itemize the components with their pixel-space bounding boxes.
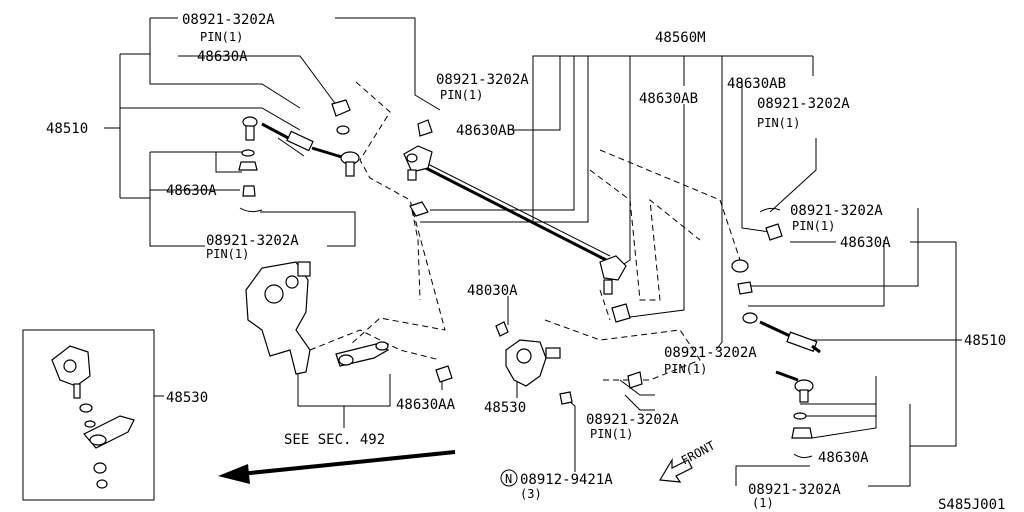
n-symbol-letter: N	[505, 472, 512, 486]
n-symbol: N	[500, 469, 518, 487]
label-nut-right: 48630A	[840, 235, 891, 251]
label-pin-r2-pin: PIN(1)	[792, 219, 835, 233]
label-pin-left-num: 08921-3202A	[206, 233, 299, 249]
label-pin-tl-pin: PIN(1)	[200, 30, 243, 44]
label-pin-mid-pin: PIN(1)	[440, 88, 483, 102]
tie-rod-end-right	[731, 207, 821, 459]
label-pin-c2-pin: PIN(1)	[590, 427, 633, 441]
label-pin-rt-pin: PIN(1)	[757, 116, 800, 130]
pitman-arm	[335, 341, 453, 383]
label-pin-rt-num: 08921-3202A	[757, 96, 850, 112]
label-assy-left: 48510	[46, 121, 88, 137]
label-pin-br-num: 08921-3202A	[748, 482, 841, 498]
steering-gear-box	[245, 261, 311, 375]
center-link-rod	[403, 119, 631, 323]
label-rod-top: 48560M	[655, 30, 706, 46]
label-pin-c1-pin: PIN(1)	[664, 362, 707, 376]
label-pin-c2-num: 08921-3202A	[586, 412, 679, 428]
label-pin-r2-num: 08921-3202A	[790, 203, 883, 219]
label-inset: 48530	[166, 390, 208, 406]
label-nut-aa: 48630AA	[396, 397, 456, 413]
label-nut-br: 48630A	[818, 450, 869, 466]
label-idler: 48530	[484, 400, 526, 416]
phantom-lines	[309, 81, 741, 381]
label-nut-mid: 48630AB	[456, 123, 515, 139]
label-assy-right: 48510	[964, 333, 1006, 349]
label-front: FRONT	[679, 438, 717, 467]
front-arrow	[658, 457, 693, 483]
label-nut-n-qty: (3)	[520, 487, 542, 501]
figure-code: S485J001	[938, 497, 1005, 512]
label-nut-left: 48630A	[166, 183, 217, 199]
castle-nut-top-left	[331, 99, 351, 135]
label-nut-right-top: 48630AB	[727, 76, 786, 92]
inset-idler-box	[22, 329, 155, 501]
label-see-sec: SEE SEC. 492	[284, 432, 385, 448]
label-pin-left-pin: PIN(1)	[206, 247, 249, 261]
label-pin-tl-num: 08921-3202A	[182, 12, 275, 28]
part-labels: 08921-3202A PIN(1) 48630A 48510 48630A 0…	[46, 12, 1006, 512]
label-pin-br-qty: (1)	[752, 496, 774, 510]
label-idler-bolt: 48030A	[467, 283, 518, 299]
label-cap-tl: 48630A	[197, 49, 248, 65]
label-pin-mid-num: 08921-3202A	[436, 72, 529, 88]
label-nut-n: 08912-9421A	[520, 472, 613, 488]
idler-arm	[495, 321, 643, 405]
direction-arrow	[218, 450, 456, 484]
tie-rod-end-left	[238, 116, 360, 213]
label-nut-center: 48630AB	[639, 91, 698, 107]
leader-lines	[104, 17, 962, 487]
label-pin-c1-num: 08921-3202A	[664, 345, 757, 361]
